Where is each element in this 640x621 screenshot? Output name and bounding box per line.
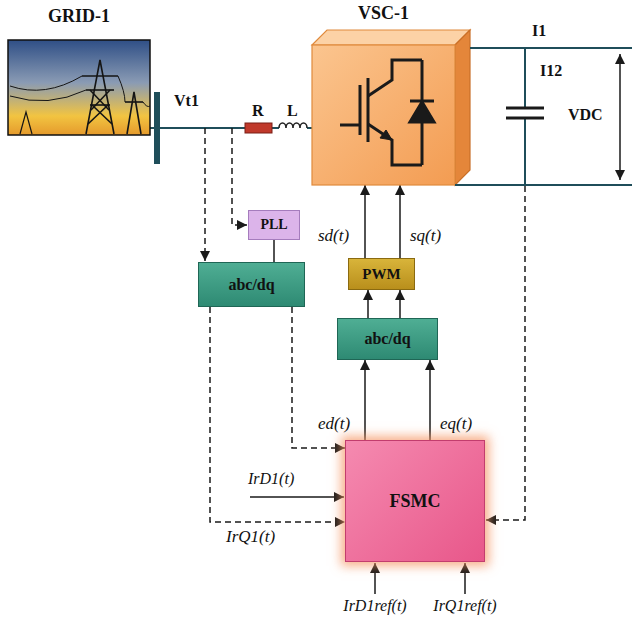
converter-box: VSC-1 <box>312 45 455 185</box>
pll-block: PLL <box>248 210 300 240</box>
voltage-label: Vt1 <box>174 92 199 110</box>
current-label: I12 <box>540 62 562 80</box>
grid-picture <box>8 40 150 135</box>
signal-label: sq(t) <box>410 226 441 246</box>
igbt-symbol <box>340 60 434 165</box>
inductor-label: L <box>287 102 298 120</box>
gate-signal <box>399 185 401 258</box>
signal-label: IrD1(t) <box>248 470 294 488</box>
voltage-arrow <box>619 54 621 180</box>
angle-link <box>273 240 275 262</box>
node-label: FSMC <box>390 491 441 512</box>
voltage-label: VDC <box>568 106 603 124</box>
modulation-signal <box>399 290 401 318</box>
transform-block: abc/dq <box>337 318 438 360</box>
controller-block: FSMC <box>345 440 485 562</box>
signal-label: eq(t) <box>440 414 472 434</box>
control-signal <box>364 360 366 440</box>
signal-label: sd(t) <box>318 226 349 246</box>
gate-signal <box>364 185 366 258</box>
modulation-signal <box>367 290 369 318</box>
resistor-symbol <box>245 123 272 133</box>
node-label: abc/dq <box>364 330 410 348</box>
grid-sky <box>8 40 150 135</box>
grid-picture-box: GRID-1 <box>8 40 150 135</box>
reference-label: IrQ1ref(t) <box>433 597 496 615</box>
resistor-label: R <box>252 102 264 120</box>
signal-label: IrQ1(t) <box>226 527 275 547</box>
node-heading: VSC-1 <box>358 3 409 24</box>
node-heading: GRID-1 <box>48 6 110 27</box>
pylon <box>10 60 150 134</box>
dc-link-wires <box>455 48 632 185</box>
node-label: abc/dq <box>228 276 274 294</box>
control-signal <box>429 360 431 440</box>
pwm-block: PWM <box>348 258 415 290</box>
capacitor-symbol <box>506 108 544 118</box>
signal-label: ed(t) <box>318 414 350 434</box>
node-label: PWM <box>362 266 400 283</box>
reference-label: IrD1ref(t) <box>343 597 406 615</box>
inductor-symbol <box>279 119 307 131</box>
current-label: I1 <box>532 22 546 40</box>
bus-bar <box>154 92 160 164</box>
transform-block: abc/dq <box>198 262 305 307</box>
node-label: PLL <box>260 217 287 233</box>
converter-housing <box>312 30 470 185</box>
